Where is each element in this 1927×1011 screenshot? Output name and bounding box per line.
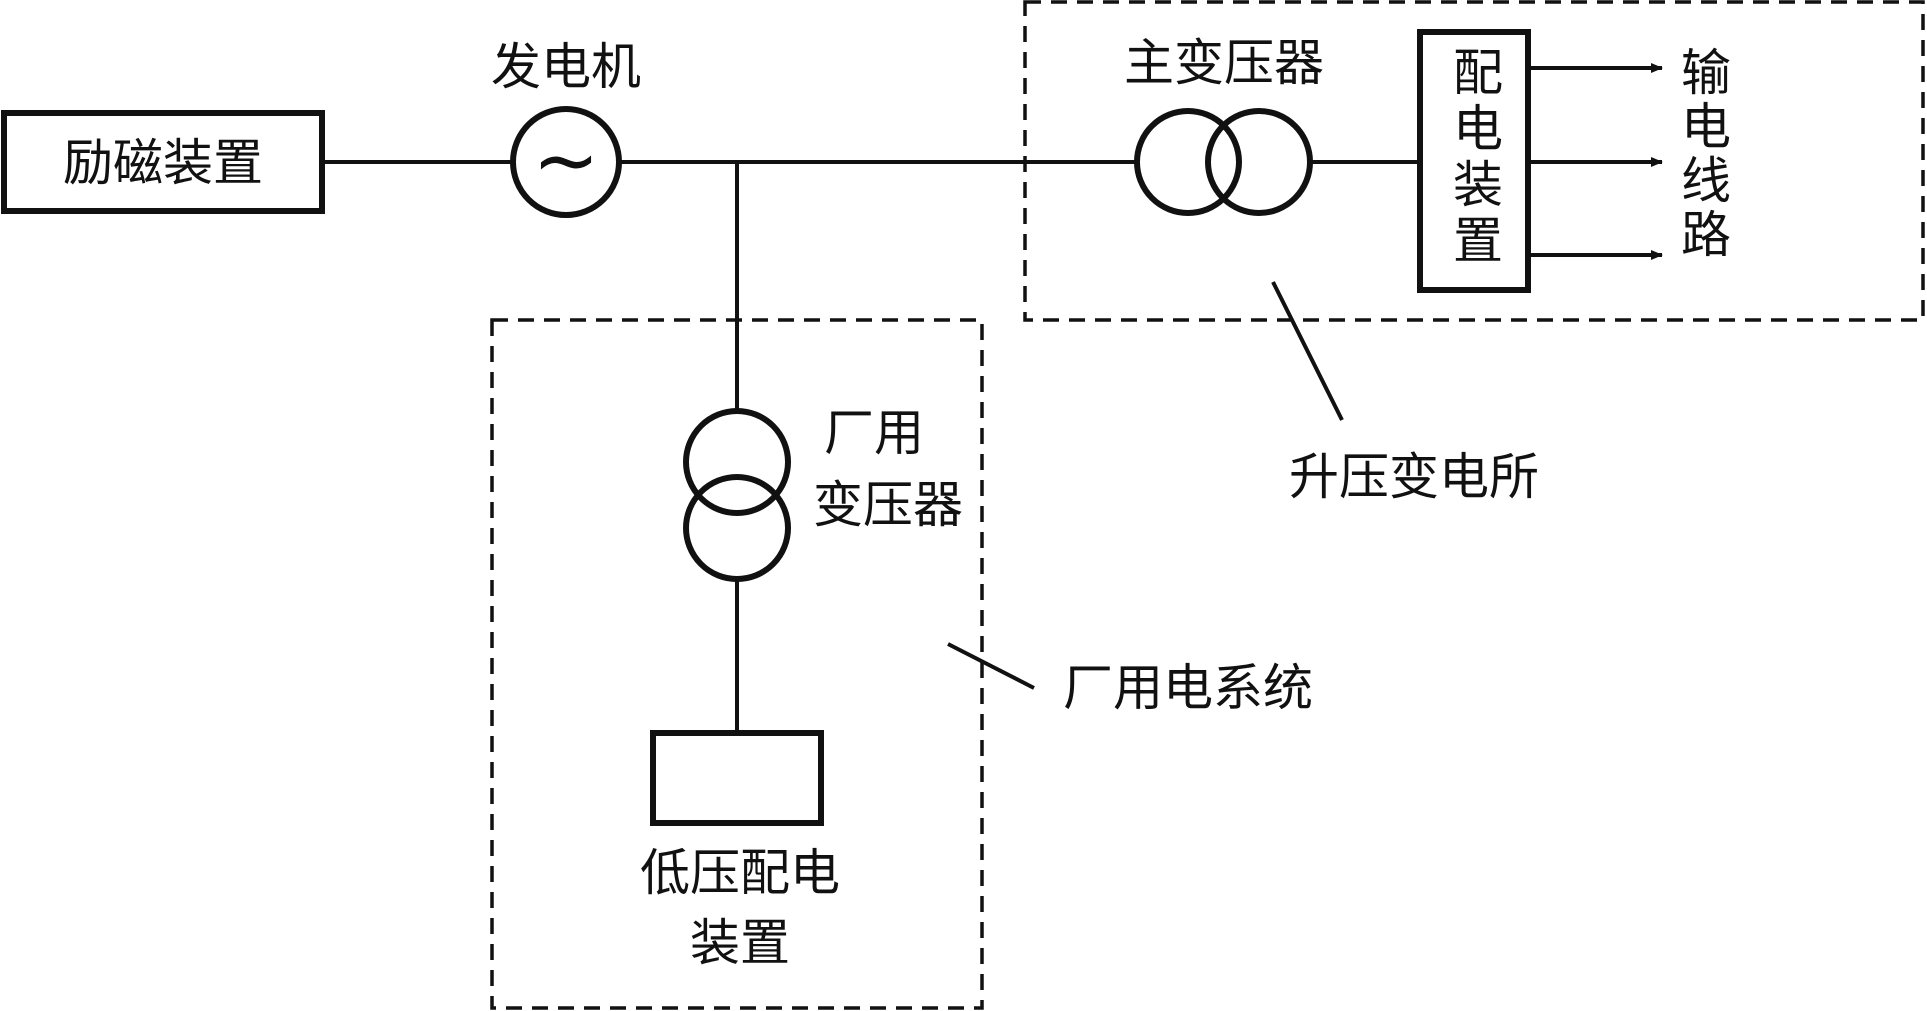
auxiliary-power-system-leader bbox=[947, 642, 1035, 690]
aux-transformer-label-line2: 变压器 bbox=[813, 476, 963, 534]
aux-transformer-coil-top bbox=[683, 408, 791, 516]
auxiliary-power-system-label: 厂用电系统 bbox=[1063, 659, 1313, 717]
step-up-substation-leader bbox=[1271, 281, 1344, 421]
low-voltage-label-line1: 低压配电 bbox=[640, 844, 840, 902]
low-voltage-label-line2: 装置 bbox=[690, 914, 790, 972]
main-transformer-label: 主变压器 bbox=[1124, 34, 1324, 92]
generator-symbol bbox=[510, 106, 622, 218]
step-up-substation-label: 升压变电所 bbox=[1289, 448, 1539, 506]
aux-transformer-label-line1: 厂用 bbox=[824, 404, 924, 462]
distribution-device-label: 配电装置 bbox=[1445, 46, 1503, 270]
exciter-box bbox=[1, 110, 325, 214]
generator-ac-icon: ~ bbox=[532, 114, 599, 207]
transmission-lines-label: 输电线路 bbox=[1673, 46, 1731, 262]
main-transformer-coil-left bbox=[1134, 108, 1242, 216]
generator-label: 发电机 bbox=[491, 38, 641, 96]
exciter-label: 励磁装置 bbox=[63, 134, 263, 192]
aux-transformer-coil-bottom bbox=[683, 474, 791, 582]
low-voltage-distribution-box bbox=[650, 730, 824, 826]
main-transformer-coil-right bbox=[1205, 108, 1313, 216]
